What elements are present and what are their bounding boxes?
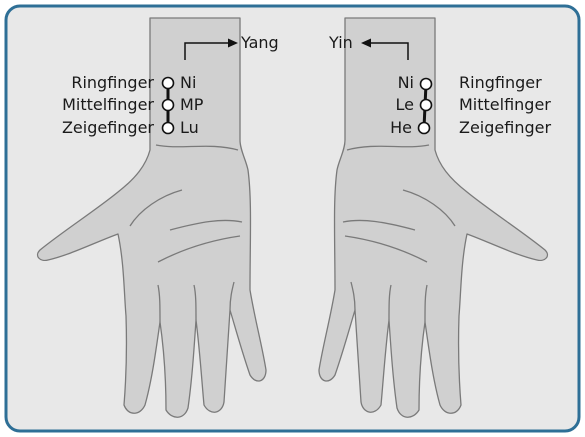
right-pulse-points xyxy=(417,77,433,135)
left-finger-gap-3 xyxy=(229,281,235,311)
left-finger-label-index: Zeigefinger xyxy=(61,118,154,137)
right-code-index: He xyxy=(390,118,412,137)
right-point-index xyxy=(417,121,431,135)
left-point-ring xyxy=(161,76,175,90)
left-hand xyxy=(36,17,267,418)
right-point-middle xyxy=(419,98,433,112)
yang-label: Yang xyxy=(241,33,279,52)
left-palm-crease-2 xyxy=(169,219,243,231)
right-hand-silhouette xyxy=(318,17,549,418)
yin-label: Yin xyxy=(329,33,353,52)
right-finger-label-ring: Ringfinger xyxy=(459,73,542,92)
right-palm-crease-2 xyxy=(342,219,416,231)
left-hand-silhouette xyxy=(36,17,267,418)
left-code-index: Lu xyxy=(180,118,199,137)
right-finger-label-middle: Mittelfinger xyxy=(459,95,551,114)
yang-arrow xyxy=(184,38,238,60)
right-code-ring: Ni xyxy=(397,73,414,92)
right-finger-gap-2 xyxy=(388,284,392,321)
right-palm-crease-1 xyxy=(344,235,428,263)
left-finger-label-middle: Mittelfinger xyxy=(62,95,154,114)
right-finger-gap-1 xyxy=(424,284,428,323)
left-finger-label-ring: Ringfinger xyxy=(71,73,154,92)
right-finger-label-index: Zeigefinger xyxy=(459,118,552,137)
left-finger-gap-2 xyxy=(193,284,197,321)
left-palm-crease-1 xyxy=(157,235,241,263)
left-finger-gap-1 xyxy=(157,284,161,323)
left-point-middle xyxy=(161,98,175,112)
yin-arrow xyxy=(361,38,409,60)
left-thumb-crease xyxy=(129,189,183,227)
right-wrist-crease xyxy=(346,144,430,151)
right-code-middle: Le xyxy=(395,95,414,114)
right-point-ring xyxy=(419,77,433,91)
right-thumb-crease xyxy=(402,189,456,227)
left-code-middle: MP xyxy=(180,95,204,114)
left-code-ring: Ni xyxy=(180,73,197,92)
left-wrist-crease xyxy=(155,144,239,151)
left-point-index xyxy=(161,121,175,135)
left-pulse-points xyxy=(161,76,175,135)
right-finger-gap-3 xyxy=(350,281,356,311)
right-hand xyxy=(318,17,549,418)
